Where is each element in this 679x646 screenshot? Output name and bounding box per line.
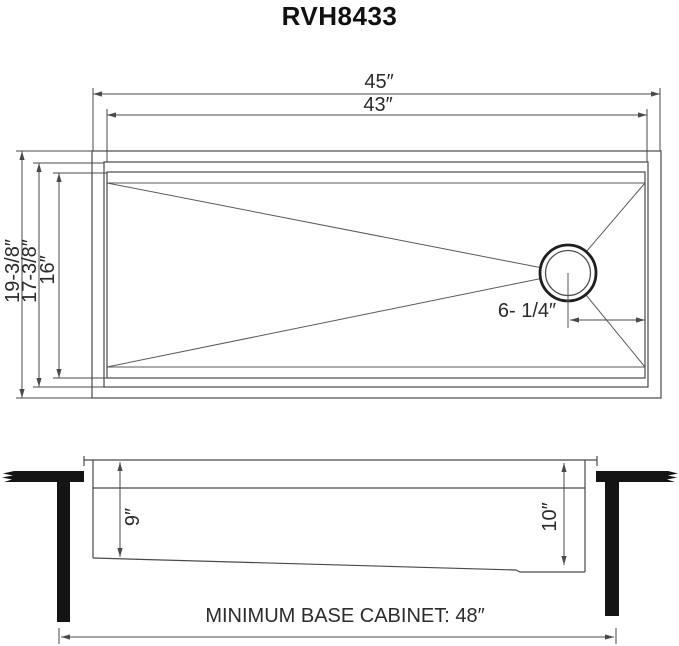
sink-basin-outline: [106, 171, 646, 379]
dimension-depth-9: 9″: [117, 462, 144, 557]
dimension-label-6-1-4: 6- 1/4″: [498, 300, 556, 322]
dimension-43: 43″: [106, 94, 648, 162]
dimension-label-17-3-8: 17-3/8″: [19, 239, 41, 303]
dimension-16: 16″: [37, 172, 107, 379]
dimension-label-45: 45″: [364, 71, 393, 93]
dimension-label-9: 9″: [122, 508, 144, 526]
dimension-17-3-8: 17-3/8″: [19, 162, 104, 388]
dimension-label-16: 16″: [37, 255, 59, 284]
dimension-label-43: 43″: [363, 94, 392, 116]
dimension-label-10: 10″: [539, 502, 561, 531]
dimension-base-cabinet: MINIMUM BASE CABINET: 48″: [58, 605, 617, 644]
countertop-left: [2, 471, 84, 482]
cabinet-wall-left: [57, 482, 70, 622]
sink-rim-outline: [103, 161, 649, 388]
sink-outer-outline: [91, 150, 662, 399]
sink-section-profile: [83, 456, 598, 573]
cabinet-note-label: MINIMUM BASE CABINET: 48″: [205, 605, 484, 627]
slope-diagonal-top-left: [106, 182, 569, 274]
dimension-19-3-8: 19-3/8″: [2, 150, 92, 399]
cabinet-wall-right: [605, 482, 619, 616]
dimension-label-19-3-8: 19-3/8″: [2, 239, 24, 303]
model-title: RVH8433: [281, 1, 398, 31]
slope-diagonal-bottom-left: [106, 272, 569, 368]
countertop-right: [596, 471, 678, 482]
sink-bottom-slope: [92, 557, 585, 573]
dimension-45: 45″: [92, 71, 661, 151]
dimension-drain-offset: 6- 1/4″: [498, 300, 645, 323]
side-view: 9″ 10″ MINIMUM BASE CABINET: 48″: [2, 456, 678, 644]
dimension-depth-10: 10″: [539, 463, 567, 565]
top-view: 45″ 43″ 19-3/8″ 17-3/8″: [2, 71, 662, 399]
